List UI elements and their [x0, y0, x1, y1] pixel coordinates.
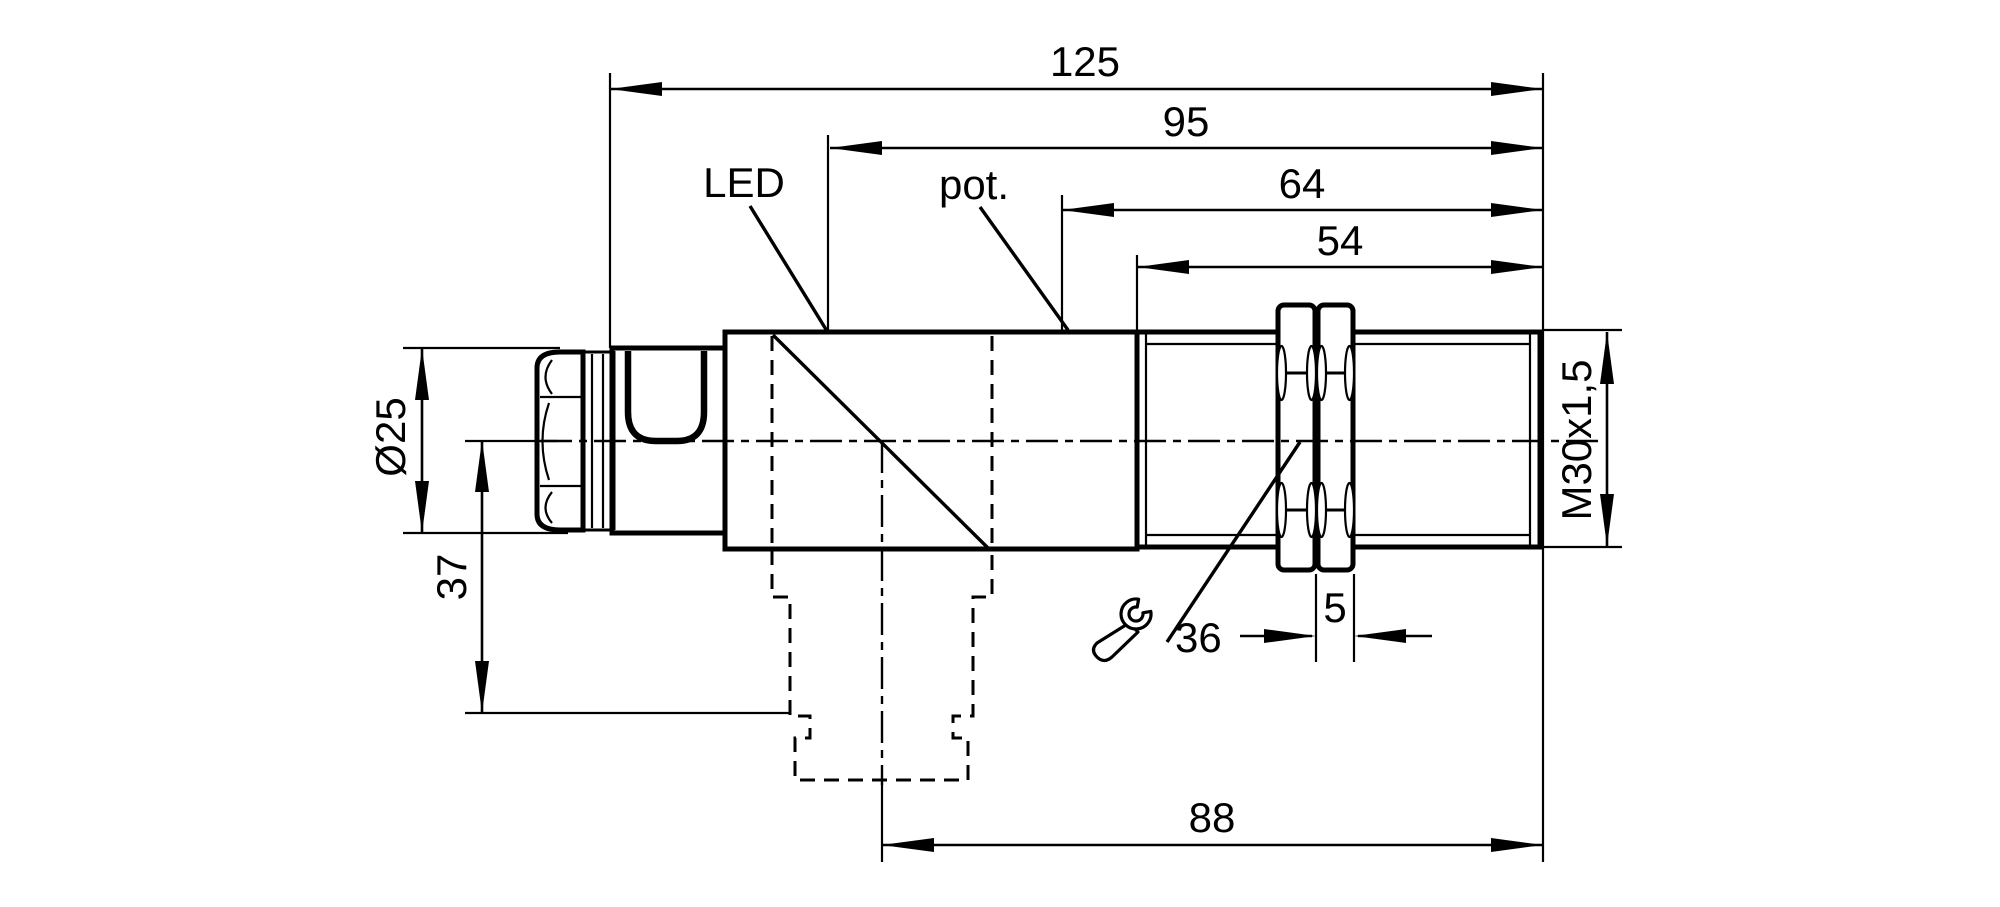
dim-axis-height: 37: [428, 440, 489, 713]
lock-nut-2-chamfer: [1315, 344, 1328, 402]
lock-nut-1-chamfer: [1305, 481, 1318, 539]
dim-label-125: 125: [1050, 38, 1120, 85]
arrowhead: [1600, 494, 1614, 546]
wrench-handle: [1091, 621, 1140, 663]
pot-callout-label: pot.: [939, 161, 1009, 208]
led-callout-label: LED: [703, 159, 785, 206]
lock-nut-1: [1275, 302, 1318, 573]
led-leader-line: [748, 205, 829, 332]
lock-nut-1-chamfer: [1305, 344, 1318, 402]
arrowhead: [610, 82, 662, 96]
arrowhead: [475, 661, 489, 713]
dim-rear-diameter: Ø25: [367, 348, 429, 533]
arrowhead: [1491, 141, 1543, 155]
arrowhead: [1491, 203, 1543, 217]
dim-nut-thickness: 5: [1240, 584, 1432, 643]
arrowhead: [1491, 838, 1543, 852]
lock-nuts: [1275, 302, 1356, 573]
lock-nut-2-chamfer: [1343, 344, 1356, 402]
dim-thread-spec: M30x1,5: [1553, 332, 1614, 546]
dim-label-88: 88: [1189, 794, 1236, 841]
arrowhead: [1264, 629, 1316, 643]
dim-label-m30: M30x1,5: [1553, 359, 1600, 520]
wrench-size-label: 36: [1175, 614, 1222, 661]
dim-housing-length: 95: [830, 98, 1543, 155]
arrowhead: [1354, 629, 1406, 643]
arrowhead: [415, 481, 429, 533]
arrowhead: [830, 141, 882, 155]
dim-thread-length: 54: [1137, 217, 1543, 274]
lock-nut-1-chamfer: [1275, 481, 1288, 539]
lock-nut-2-chamfer: [1343, 481, 1356, 539]
arrowhead: [415, 348, 429, 400]
dim-label-dia25: Ø25: [367, 397, 414, 476]
centerlines: [540, 439, 1600, 785]
dim-label-37: 37: [428, 554, 475, 601]
wrench-icon: [1091, 597, 1153, 663]
dim-label-64: 64: [1279, 160, 1326, 207]
dim-front-length: 64: [1062, 160, 1543, 217]
extension-lines: [403, 73, 1622, 862]
arrowhead: [882, 838, 934, 852]
arrowhead: [1137, 260, 1189, 274]
connector-nut-chamfer-arc-1: [544, 359, 553, 395]
dim-total-length: 125: [610, 38, 1543, 96]
arrowhead: [1491, 260, 1543, 274]
dim-bracket-to-front: 88: [882, 794, 1543, 852]
arrowhead: [1600, 332, 1614, 384]
arrowhead: [1062, 203, 1114, 217]
dim-label-95: 95: [1163, 98, 1210, 145]
dim-label-5: 5: [1323, 584, 1346, 631]
lock-nut-1-chamfer: [1275, 344, 1288, 402]
arrowhead: [475, 440, 489, 492]
lock-nut-2-chamfer: [1315, 481, 1328, 539]
callout-leaders: [748, 205, 1302, 643]
wrench-leader-line: [1165, 441, 1302, 643]
pot-leader-line: [978, 206, 1070, 331]
connector-nut-chamfer-arc-3: [544, 491, 553, 524]
wrench-head: [1119, 597, 1153, 631]
arrowhead: [1491, 82, 1543, 96]
dim-label-54: 54: [1317, 217, 1364, 264]
